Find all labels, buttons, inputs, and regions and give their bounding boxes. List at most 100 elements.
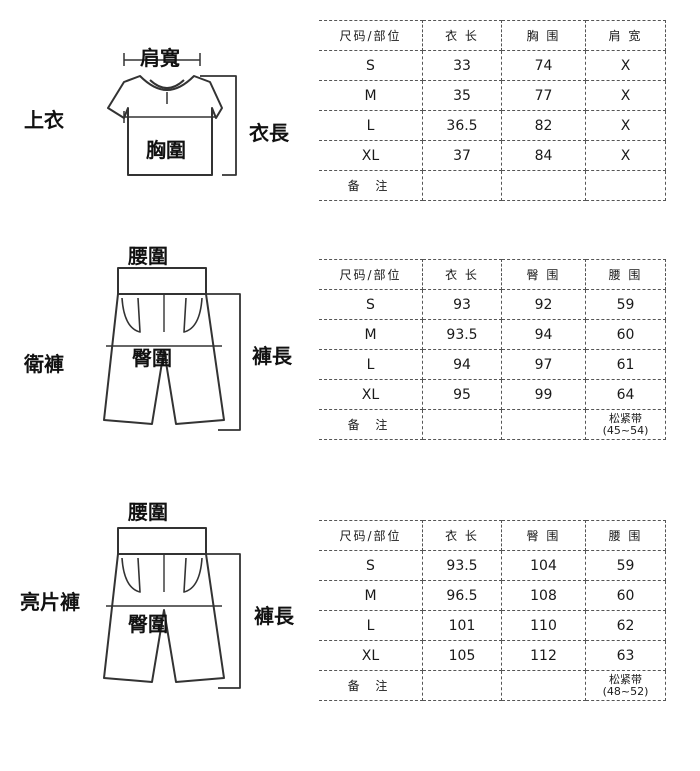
size-table: 尺码/部位 衣 长 臀 围 腰 围 S 93.5 104 59 M 96.5 1… bbox=[319, 520, 666, 701]
value-cell: 94 bbox=[422, 349, 502, 380]
value-cell: 92 bbox=[501, 289, 586, 320]
table-row: XL 105 112 63 bbox=[319, 640, 666, 671]
hip-label: 臀圍 bbox=[128, 612, 168, 636]
value-cell: 61 bbox=[585, 349, 666, 380]
table-row: L 101 110 62 bbox=[319, 610, 666, 641]
value-cell: 96.5 bbox=[422, 580, 502, 611]
note-row: 备 注 bbox=[319, 170, 666, 201]
value-cell: X bbox=[585, 50, 666, 81]
size-cell: L bbox=[319, 349, 423, 380]
note-empty-cell bbox=[422, 409, 502, 440]
value-cell: 35 bbox=[422, 80, 502, 111]
size-cell: XL bbox=[319, 140, 423, 171]
pants-illustration bbox=[103, 527, 241, 689]
header-cell: 尺码/部位 bbox=[319, 259, 423, 290]
value-cell: 64 bbox=[585, 379, 666, 410]
value-cell: 59 bbox=[585, 550, 666, 581]
note-value: 松紧带 (45~54) bbox=[585, 409, 666, 440]
value-cell: 37 bbox=[422, 140, 502, 171]
waist-label: 腰圍 bbox=[128, 244, 168, 268]
length-label: 衣長 bbox=[249, 121, 289, 145]
value-cell: 95 bbox=[422, 379, 502, 410]
value-cell: X bbox=[585, 110, 666, 141]
size-cell: S bbox=[319, 550, 423, 581]
note-empty-cell bbox=[501, 670, 586, 701]
note-value: 松紧带 (48~52) bbox=[585, 670, 666, 701]
tshirt-illustration bbox=[107, 53, 237, 176]
value-cell: 99 bbox=[501, 379, 586, 410]
header-cell: 臀 围 bbox=[501, 520, 586, 551]
size-cell: S bbox=[319, 50, 423, 81]
table-header-row: 尺码/部位 衣 长 臀 围 腰 围 bbox=[319, 520, 666, 551]
table-row: XL 37 84 X bbox=[319, 140, 666, 171]
note-value-line1: 松紧带 bbox=[609, 411, 642, 425]
header-cell: 肩 宽 bbox=[585, 20, 666, 51]
table-header-row: 尺码/部位 衣 长 臀 围 腰 围 bbox=[319, 259, 666, 290]
value-cell: 60 bbox=[585, 319, 666, 350]
header-cell: 尺码/部位 bbox=[319, 20, 423, 51]
table-row: M 93.5 94 60 bbox=[319, 319, 666, 350]
table-row: S 33 74 X bbox=[319, 50, 666, 81]
note-value-line1: 松紧带 bbox=[609, 672, 642, 686]
value-cell: 62 bbox=[585, 610, 666, 641]
note-empty-cell bbox=[422, 170, 502, 201]
size-cell: XL bbox=[319, 640, 423, 671]
pants-length-label: 褲長 bbox=[254, 604, 294, 628]
waist-label: 腰圍 bbox=[128, 500, 168, 524]
value-cell: 104 bbox=[501, 550, 586, 581]
category-label: 亮片褲 bbox=[20, 590, 80, 614]
table-row: S 93.5 104 59 bbox=[319, 550, 666, 581]
pants-illustration bbox=[103, 267, 241, 431]
size-cell: L bbox=[319, 610, 423, 641]
size-cell: S bbox=[319, 289, 423, 320]
note-label: 备 注 bbox=[319, 670, 423, 701]
note-row: 备 注 松紧带 (48~52) bbox=[319, 670, 666, 701]
table-row: XL 95 99 64 bbox=[319, 379, 666, 410]
header-cell: 臀 围 bbox=[501, 259, 586, 290]
value-cell: 82 bbox=[501, 110, 586, 141]
value-cell: 63 bbox=[585, 640, 666, 671]
table-row: L 36.5 82 X bbox=[319, 110, 666, 141]
value-cell: 36.5 bbox=[422, 110, 502, 141]
value-cell: X bbox=[585, 80, 666, 111]
size-table: 尺码/部位 衣 长 胸 围 肩 宽 S 33 74 X M 35 77 X L … bbox=[319, 20, 666, 201]
note-label: 备 注 bbox=[319, 409, 423, 440]
value-cell: X bbox=[585, 140, 666, 171]
note-empty-cell bbox=[501, 170, 586, 201]
value-cell: 93.5 bbox=[422, 550, 502, 581]
size-cell: L bbox=[319, 110, 423, 141]
value-cell: 94 bbox=[501, 319, 586, 350]
header-cell: 衣 长 bbox=[422, 20, 502, 51]
size-cell: M bbox=[319, 80, 423, 111]
note-empty-cell bbox=[422, 670, 502, 701]
note-label: 备 注 bbox=[319, 170, 423, 201]
value-cell: 97 bbox=[501, 349, 586, 380]
table-row: M 96.5 108 60 bbox=[319, 580, 666, 611]
note-value-line2: (45~54) bbox=[602, 423, 649, 437]
value-cell: 112 bbox=[501, 640, 586, 671]
size-table: 尺码/部位 衣 长 臀 围 腰 围 S 93 92 59 M 93.5 94 6… bbox=[319, 259, 666, 440]
header-cell: 尺码/部位 bbox=[319, 520, 423, 551]
hip-label: 臀圍 bbox=[132, 346, 172, 370]
category-label: 上衣 bbox=[24, 108, 64, 132]
value-cell: 110 bbox=[501, 610, 586, 641]
table-header-row: 尺码/部位 衣 长 胸 围 肩 宽 bbox=[319, 20, 666, 51]
header-cell: 腰 围 bbox=[585, 259, 666, 290]
value-cell: 105 bbox=[422, 640, 502, 671]
size-cell: M bbox=[319, 319, 423, 350]
note-value bbox=[585, 170, 666, 201]
value-cell: 93.5 bbox=[422, 319, 502, 350]
size-cell: XL bbox=[319, 379, 423, 410]
value-cell: 33 bbox=[422, 50, 502, 81]
value-cell: 93 bbox=[422, 289, 502, 320]
chest-label: 胸圍 bbox=[146, 138, 186, 162]
value-cell: 84 bbox=[501, 140, 586, 171]
header-cell: 胸 围 bbox=[501, 20, 586, 51]
note-value-line2: (48~52) bbox=[602, 684, 649, 698]
table-row: M 35 77 X bbox=[319, 80, 666, 111]
shoulder-width-label: 肩寬 bbox=[140, 46, 180, 70]
note-row: 备 注 松紧带 (45~54) bbox=[319, 409, 666, 440]
category-label: 衛褲 bbox=[24, 352, 64, 376]
size-cell: M bbox=[319, 580, 423, 611]
table-row: L 94 97 61 bbox=[319, 349, 666, 380]
